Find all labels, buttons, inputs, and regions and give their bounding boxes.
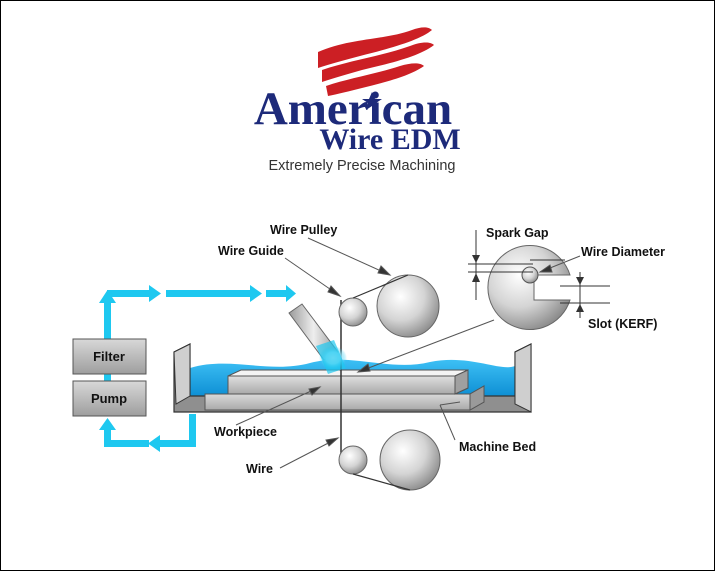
coolant-pipe-segment	[104, 374, 111, 382]
leader-lines	[235, 237, 581, 469]
arrow-down-icon	[576, 277, 584, 285]
label-wire-guide: Wire Guide	[218, 244, 284, 258]
coolant-pipe-segment	[160, 440, 196, 447]
coolant-pipe-segment	[104, 430, 111, 444]
label-machine-bed: Machine Bed	[459, 440, 536, 454]
kerf-disc	[487, 245, 571, 330]
coolant-pipe-segment	[266, 290, 286, 297]
flag-stripes-graphic	[318, 27, 434, 110]
pump-box: Pump	[72, 380, 147, 417]
arrow-right-icon	[286, 285, 296, 302]
workpiece	[227, 369, 469, 395]
arrow-right-icon	[149, 285, 161, 302]
label-wire-pulley: Wire Pulley	[270, 223, 337, 237]
tank	[173, 343, 532, 413]
arrow-up-icon	[99, 418, 116, 430]
wire-guide-nozzle	[288, 303, 347, 374]
label-spark-gap: Spark Gap	[486, 226, 549, 240]
wire-pulley-bottom-large	[379, 429, 441, 491]
label-wire: Wire	[246, 462, 273, 476]
arrow-right-icon	[250, 285, 262, 302]
logo: American Wire EDM Extremely Precise Mach…	[254, 27, 461, 174]
arrow-down-icon	[472, 255, 480, 263]
star-icon	[362, 92, 382, 110]
label-wire-diameter: Wire Diameter	[581, 245, 665, 259]
coolant-pipe-segment	[166, 290, 250, 297]
wire-pulley-top-small	[338, 297, 368, 327]
arrow-up-icon	[472, 273, 480, 282]
coolant-pipe-segment	[107, 290, 149, 297]
arrow-left-icon	[148, 435, 160, 452]
arrow-up-icon	[576, 304, 584, 312]
machine-bed	[204, 385, 485, 411]
pump-label: Pump	[91, 391, 127, 406]
logo-tagline: Extremely Precise Machining	[269, 158, 456, 174]
filter-box: Filter	[72, 338, 147, 375]
wire-pulley-bottom-small	[338, 445, 368, 475]
logo-line2: Wire EDM	[319, 123, 460, 156]
coolant-pipe-segment	[104, 303, 111, 339]
wire-cross-section	[521, 266, 539, 284]
coolant-pipe-segment	[189, 414, 196, 447]
coolant-loop	[99, 285, 296, 452]
label-workpiece: Workpiece	[214, 425, 277, 439]
wire-system	[288, 274, 441, 491]
labels: Wire Pulley Wire Guide Spark Gap Wire Di…	[214, 223, 665, 476]
logo-line1: American	[254, 83, 452, 135]
arrow-up-icon	[99, 290, 116, 303]
filter-label: Filter	[93, 349, 125, 364]
coolant-pipe-segment	[104, 440, 149, 447]
label-slot-kerf: Slot (KERF)	[588, 317, 657, 331]
